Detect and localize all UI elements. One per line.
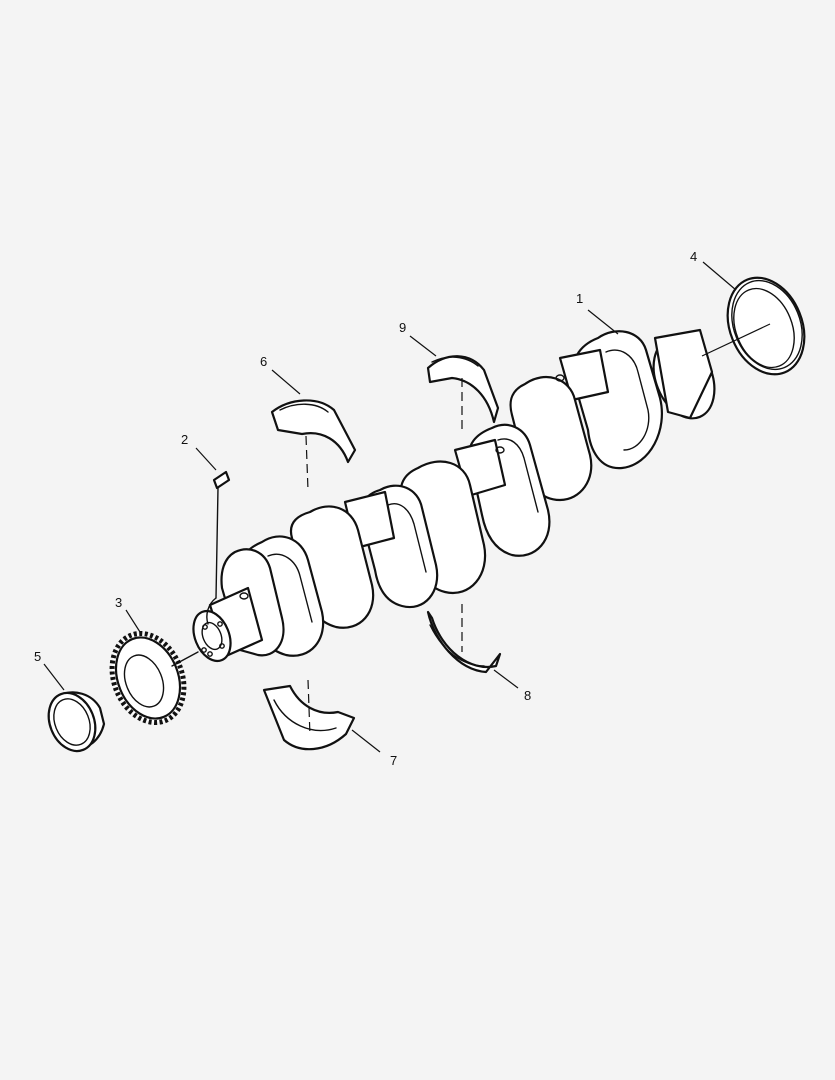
callout-labels: 1 2 3 4 5 6 7 8 9: [34, 249, 697, 768]
upper-thrust-washer: [426, 355, 500, 432]
callout-2: 2: [181, 432, 188, 447]
callout-5: 5: [34, 649, 41, 664]
callout-7: 7: [390, 753, 397, 768]
callout-6: 6: [260, 354, 267, 369]
woodruff-key: [206, 470, 231, 625]
crankshaft: [192, 328, 716, 663]
lower-main-bearing: [262, 679, 356, 751]
lower-thrust-washer: [426, 604, 502, 674]
callout-4: 4: [690, 249, 697, 264]
callout-1: 1: [576, 291, 583, 306]
callout-8: 8: [524, 688, 531, 703]
callout-9: 9: [399, 320, 406, 335]
front-seal-sleeve: [47, 691, 106, 753]
leader-lines: [43, 261, 771, 753]
callout-3: 3: [115, 595, 122, 610]
crankshaft-gear: [109, 630, 199, 726]
upper-main-bearing: [270, 399, 357, 491]
